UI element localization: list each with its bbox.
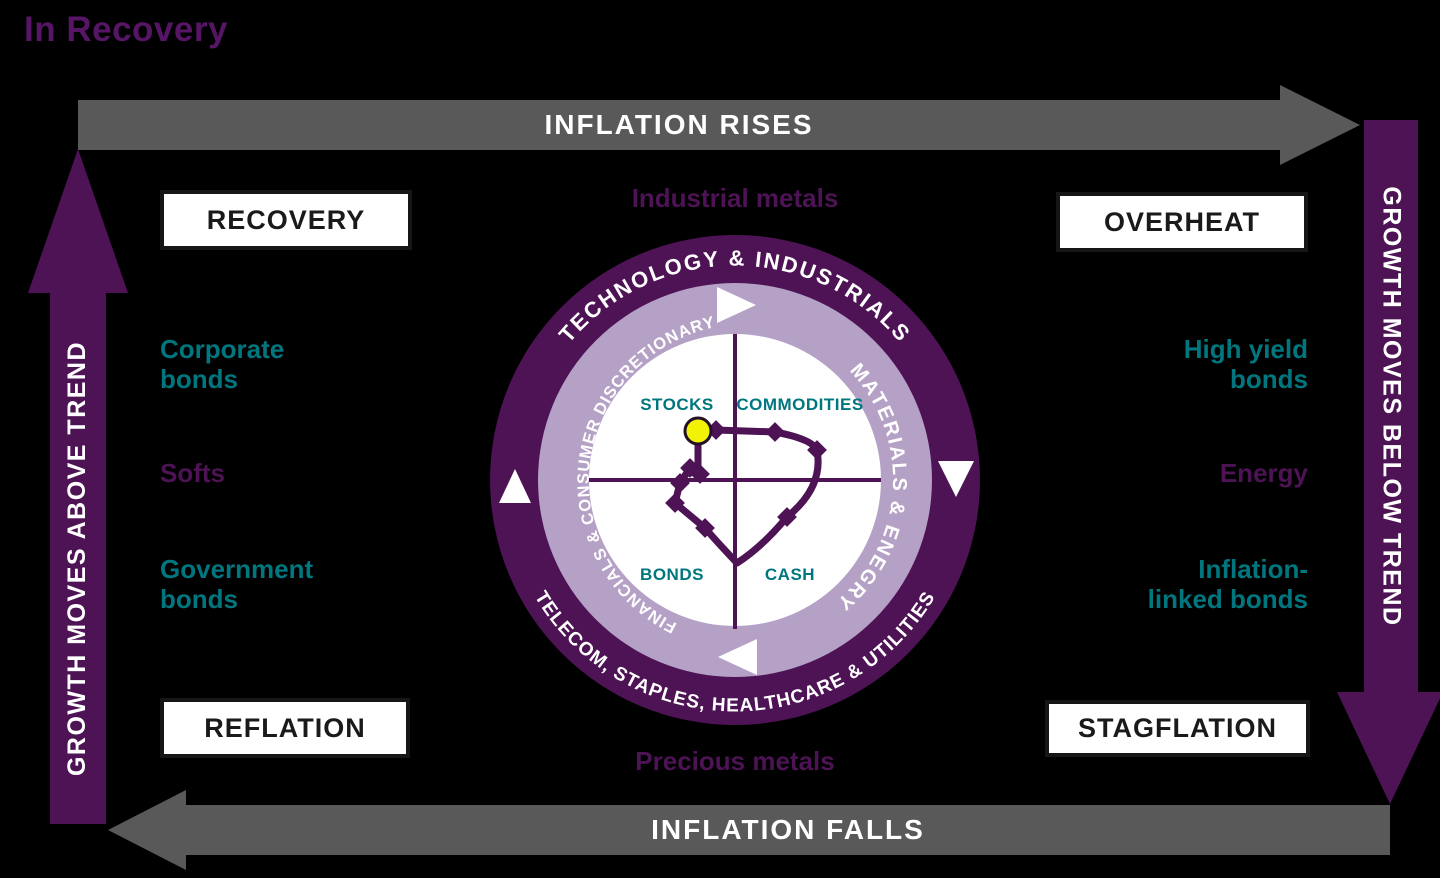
inflation-rises-label: INFLATION RISES bbox=[544, 109, 814, 140]
phase-box-overheat: OVERHEAT bbox=[1056, 192, 1308, 252]
asset-softs: Softs bbox=[160, 458, 225, 488]
asset-precious-metals: Precious metals bbox=[635, 746, 835, 776]
inflation-falls-arrow: INFLATION FALLS bbox=[186, 805, 1390, 855]
clockwise-triangle-top-icon bbox=[717, 287, 756, 323]
quad-label-commodities: COMMODITIES bbox=[736, 395, 863, 414]
quad-label-bonds: BONDS bbox=[640, 565, 704, 584]
clockwise-triangle-right-icon bbox=[938, 461, 974, 497]
growth-below-trend-label: GROWTH MOVES BELOW TREND bbox=[1377, 185, 1406, 627]
current-position-marker bbox=[683, 416, 713, 446]
asset-high-yield-bonds: High yield bonds bbox=[1183, 334, 1308, 395]
clockwise-triangle-bottom-icon bbox=[718, 639, 757, 675]
arrow-right-icon bbox=[1280, 85, 1360, 165]
asset-energy: Energy bbox=[1219, 458, 1308, 488]
asset-industrial-metals: Industrial metals bbox=[631, 183, 839, 213]
growth-above-trend-arrow: GROWTH MOVES ABOVE TREND bbox=[50, 292, 106, 824]
phase-box-reflation: REFLATION bbox=[160, 698, 410, 758]
investment-clock: TECHNOLOGY & INDUSTRIALS TELECOM, STAPLE… bbox=[490, 235, 980, 725]
asset-government-bonds: Government bonds bbox=[160, 554, 314, 615]
arrow-down-icon bbox=[1337, 692, 1440, 804]
arrow-left-icon bbox=[108, 790, 186, 870]
arrow-up-icon bbox=[28, 149, 128, 293]
inflation-rises-arrow: INFLATION RISES bbox=[78, 100, 1280, 150]
quad-label-cash: CASH bbox=[765, 565, 815, 584]
page-title: In Recovery bbox=[24, 10, 228, 49]
growth-below-trend-arrow: GROWTH MOVES BELOW TREND bbox=[1364, 120, 1418, 692]
asset-corporate-bonds: Corporate bonds bbox=[160, 334, 285, 395]
crosshair bbox=[589, 334, 881, 629]
asset-inflation-linked-bonds: Inflation- linked bonds bbox=[1147, 554, 1308, 615]
quad-label-stocks: STOCKS bbox=[640, 395, 714, 414]
phase-box-recovery: RECOVERY bbox=[160, 190, 412, 250]
inflation-falls-label: INFLATION FALLS bbox=[651, 814, 925, 845]
phase-box-stagflation: STAGFLATION bbox=[1045, 700, 1310, 757]
clockwise-triangle-left-icon bbox=[499, 469, 531, 503]
growth-above-trend-label: GROWTH MOVES ABOVE TREND bbox=[63, 340, 92, 776]
